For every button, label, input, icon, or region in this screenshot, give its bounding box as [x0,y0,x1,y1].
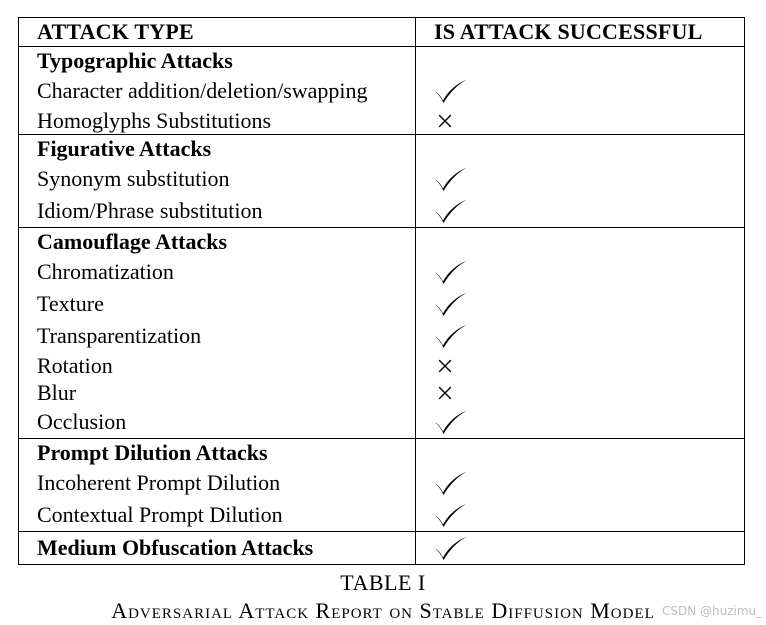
success-cell [416,352,744,379]
empty-cell [416,439,744,467]
group-title-row: Medium Obfuscation Attacks [19,532,744,564]
success-cell [416,256,744,288]
table-row: Chromatization [19,256,744,288]
checkmark-icon [434,470,468,496]
table-header-row: ATTACK TYPE IS ATTACK SUCCESSFUL [19,18,744,47]
group-title: Prompt Dilution Attacks [19,439,416,467]
table-row: Idiom/Phrase substitution [19,195,744,227]
table-row: Texture [19,288,744,320]
watermark: CSDN @huzimu_ [662,604,763,618]
success-cell [416,467,744,499]
success-cell [416,499,744,531]
table-row: Blur [19,379,744,406]
success-cell [416,532,744,564]
table-caption: Adversarial Attack Report on Stable Diff… [111,598,655,623]
cross-icon [434,358,453,374]
checkmark-icon [434,259,468,285]
checkmark-icon [434,291,468,317]
checkmark-icon [434,198,468,224]
success-cell [416,320,744,352]
attack-name: Synonym substitution [19,163,416,195]
table-row: Occlusion [19,406,744,438]
success-cell [416,406,744,438]
success-cell [416,379,744,406]
attack-name: Blur [19,379,416,406]
attack-name: Contextual Prompt Dilution [19,499,416,531]
attack-name: Texture [19,288,416,320]
attack-name: Incoherent Prompt Dilution [19,467,416,499]
group-title-row: Typographic Attacks [19,47,744,75]
table-row: Character addition/deletion/swapping [19,75,744,107]
attack-name: Idiom/Phrase substitution [19,195,416,227]
group-title-row: Figurative Attacks [19,135,744,163]
attack-name: Character addition/deletion/swapping [19,75,416,107]
group-title-row: Camouflage Attacks [19,228,744,256]
checkmark-icon [434,323,468,349]
checkmark-icon [434,78,468,104]
attack-name: Transparentization [19,320,416,352]
checkmark-icon [434,409,468,435]
attack-name: Chromatization [19,256,416,288]
attack-name: Homoglyphs Substitutions [19,107,416,134]
checkmark-icon [434,502,468,528]
success-cell [416,163,744,195]
success-cell [416,195,744,227]
table-row: Contextual Prompt Dilution [19,499,744,531]
group-title: Figurative Attacks [19,135,416,163]
header-is-attack-successful: IS ATTACK SUCCESSFUL [434,19,703,44]
checkmark-icon [434,166,468,192]
success-cell [416,75,744,107]
table-row: Rotation [19,352,744,379]
attack-name: Occlusion [19,406,416,438]
table-row: Incoherent Prompt Dilution [19,467,744,499]
header-attack-type: ATTACK TYPE [19,18,416,46]
attack-group: Medium Obfuscation Attacks [19,532,744,564]
empty-cell [416,47,744,75]
empty-cell [416,228,744,256]
group-title-row: Prompt Dilution Attacks [19,439,744,467]
group-title: Medium Obfuscation Attacks [19,532,416,564]
cross-icon [434,113,453,129]
cross-icon [434,385,453,401]
attack-name: Rotation [19,352,416,379]
success-cell [416,288,744,320]
attack-table: ATTACK TYPE IS ATTACK SUCCESSFUL Typogra… [18,17,745,565]
checkmark-icon [434,535,468,561]
table-row: Synonym substitution [19,163,744,195]
group-title: Typographic Attacks [19,47,416,75]
group-title: Camouflage Attacks [19,228,416,256]
success-cell [416,107,744,134]
table-row: Homoglyphs Substitutions [19,107,744,134]
table-row: Transparentization [19,320,744,352]
empty-cell [416,135,744,163]
table-label: TABLE I [340,570,426,595]
